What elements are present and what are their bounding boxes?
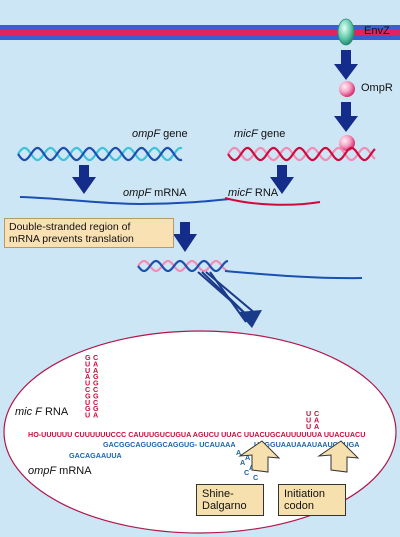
ompf-mrna-detail-label: ompF mRNA [28, 465, 92, 477]
micf-rna-detail-label: mic F RNA [15, 406, 69, 418]
hairpins: GUUAUCGUGUCAAGGCGCGAUUUCAAAAAACC [85, 353, 319, 482]
hairpin-base: C [85, 385, 90, 394]
hairpin-base: U [306, 409, 311, 418]
hairpin-base: G [93, 391, 99, 400]
micf-sequence: HO-UUUUUU CUUUUUUCCC CAUUUGUCUGUA AGUCU … [28, 430, 365, 439]
ompf-sequence-2: UAGGUAAUAAAUAAUGAUGA [254, 440, 359, 449]
ompr-protein [339, 81, 355, 97]
micf-gene-label: micF gene [234, 128, 286, 140]
envz-label: EnvZ [364, 25, 390, 37]
zoom-rays [197, 271, 262, 328]
ompf-gene-dna [17, 146, 183, 162]
hairpin-base: G [85, 391, 91, 400]
hairpin-base: A [314, 422, 319, 431]
hairpin-base: G [93, 404, 99, 413]
ompf-mrna-strand [19, 196, 231, 206]
hairpin-base: U [306, 415, 311, 424]
ompf-sequence-tail: GACAGAAUUA [69, 451, 122, 460]
ompf-loop-base: A [245, 453, 250, 462]
hairpin-base: U [85, 411, 90, 420]
double-stranded-note: Double-stranded region of mRNA prevents … [4, 218, 174, 248]
ompf-sequence: GACGGCAGUGGCAGGUG- UCAUAAA [103, 440, 236, 449]
hairpin-base: C [93, 353, 98, 362]
sequence-detail: HO-UUUUUU CUUUUUUCCC CAUUUGUCUGUA AGUCU … [28, 430, 365, 460]
micf-gene-dna [227, 146, 376, 162]
hairpin-base: C [314, 409, 319, 418]
initiation-codon-callout: Initiation codon [278, 484, 346, 516]
hairpin-base: A [314, 415, 319, 424]
micf-rna-strand [224, 197, 321, 206]
ompf-loop-base: C [253, 473, 258, 482]
signal-arrows [334, 50, 358, 132]
hairpin-base: A [93, 411, 98, 420]
hairpin-base: G [93, 379, 99, 388]
micf-rna-label: micF RNA [228, 187, 279, 199]
hairpin-base: A [93, 359, 98, 368]
envz-protein [337, 18, 355, 46]
hairpin-base: U [85, 398, 90, 407]
hairpin-base: U [85, 366, 90, 375]
transcription-arrows [72, 165, 294, 252]
shine-dalgarno-callout: Shine- Dalgarno [196, 484, 264, 516]
detail-ellipse [3, 330, 397, 534]
ompr-label: OmpR [361, 82, 393, 94]
membrane [0, 25, 400, 40]
hairpin-base: C [93, 398, 98, 407]
hairpin-base: G [85, 353, 91, 362]
hairpin-base: U [85, 359, 90, 368]
ompf-loop-base: C [244, 468, 249, 477]
hairpin-base: U [306, 422, 311, 431]
ompf-gene-label: ompF gene [132, 128, 188, 140]
pointer-arrows [238, 440, 360, 473]
hairpin-base: A [85, 372, 90, 381]
hairpin-base: U [85, 379, 90, 388]
rna-duplex [137, 259, 229, 273]
hairpin-base: G [93, 372, 99, 381]
hairpin-base: G [85, 404, 91, 413]
hairpin-base: A [93, 366, 98, 375]
ompf-mrna-label: ompF mRNA [123, 187, 187, 199]
ompf-loop-base: A [240, 458, 245, 467]
ompf-loop-base: A [236, 448, 241, 457]
hairpin-base: C [93, 385, 98, 394]
